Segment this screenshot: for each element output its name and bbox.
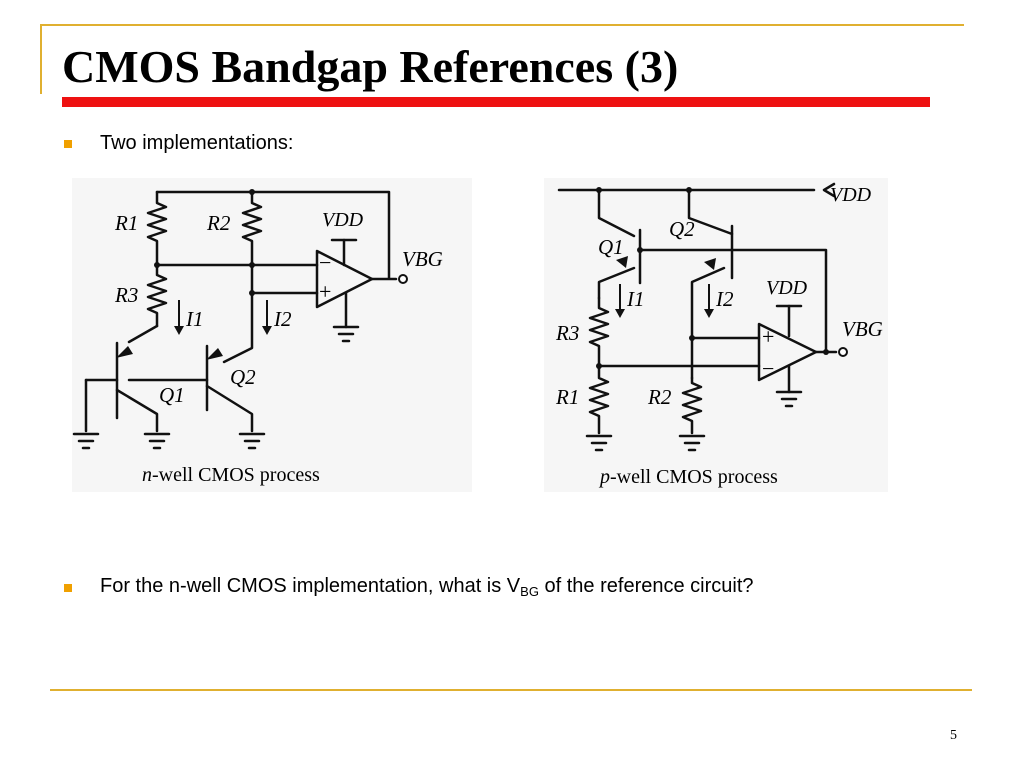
label-vbg: VBG (402, 247, 443, 271)
label-q1: Q1 (598, 235, 624, 259)
label-r3: R3 (114, 283, 138, 307)
bullet-text-question: For the n-well CMOS implementation, what… (100, 575, 754, 599)
bullet-marker (64, 140, 72, 148)
nwell-bandgap-circuit: R1 R2 R3 I1 I2 Q1 Q2 VDD VBG − + n-well … (72, 178, 472, 492)
bottom-frame-line (50, 689, 972, 691)
label-q2: Q2 (669, 217, 695, 241)
opamp-minus-sign: − (319, 250, 331, 275)
slide-title: CMOS Bandgap References (3) (62, 41, 679, 92)
opamp-plus-sign: + (762, 324, 774, 349)
label-i1: I1 (185, 307, 204, 331)
label-r1: R1 (114, 211, 138, 235)
label-i2: I2 (715, 287, 734, 311)
pwell-caption: p-well CMOS process (598, 466, 778, 488)
bullet-marker (64, 584, 72, 592)
label-r3: R3 (555, 321, 579, 345)
pwell-bandgap-circuit: VDD Q1 Q2 I1 I2 R3 R1 R2 VDD VBG + − p-w… (544, 178, 888, 492)
title-underline (62, 97, 930, 107)
label-vdd-rail: VDD (830, 184, 872, 206)
opamp-minus-sign: − (762, 356, 774, 381)
bullet-text-implementations: Two implementations: (100, 132, 294, 154)
label-i2: I2 (273, 307, 292, 331)
opamp-plus-sign: + (319, 279, 331, 304)
label-q1: Q1 (159, 383, 185, 407)
label-vdd: VDD (322, 209, 364, 231)
label-vbg: VBG (842, 317, 883, 341)
top-frame-line (40, 24, 964, 26)
label-q2: Q2 (230, 365, 256, 389)
label-r1: R1 (555, 385, 579, 409)
page-number: 5 (950, 728, 957, 743)
label-r2: R2 (647, 385, 672, 409)
label-vdd: VDD (766, 277, 808, 299)
left-frame-line (40, 24, 42, 94)
label-r2: R2 (206, 211, 231, 235)
label-i1: I1 (626, 287, 645, 311)
nwell-caption: n-well CMOS process (142, 464, 320, 486)
